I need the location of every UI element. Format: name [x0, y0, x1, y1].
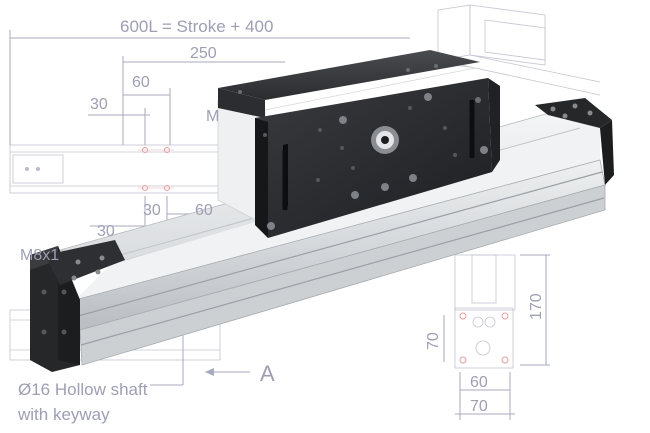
- thread-left-label: M8x1: [20, 247, 59, 264]
- hole-pitch-top-label: 60: [132, 74, 150, 91]
- carriage: [217, 50, 500, 238]
- carriage-length-label: 250: [190, 45, 217, 62]
- hole-offset-top-label: 30: [90, 96, 108, 113]
- overall-length-label: 600L = Stroke + 400: [120, 17, 273, 36]
- end-hole-width-label: 60: [470, 374, 488, 391]
- view-marker-a: A: [260, 361, 275, 386]
- hole-pitch-bottom-label: 60: [195, 202, 213, 219]
- right-end-cap: [535, 98, 614, 185]
- left-end-cap: [30, 240, 125, 372]
- shaft-label-line2: with keyway: [17, 405, 110, 424]
- hole-pitch-bottom-offset-label: 30: [143, 202, 161, 219]
- end-view-drawing: [454, 254, 516, 369]
- end-height-label: 170: [528, 293, 545, 320]
- end-hole-height-label: 70: [425, 332, 442, 350]
- hole-markers: [138, 147, 174, 191]
- top-right-iso-drawing: [437, 4, 601, 96]
- carriage-bolts: [238, 64, 488, 230]
- hole-offset-bottom-label: 30: [97, 223, 115, 240]
- dimension-lines: [9, 30, 550, 420]
- shaft-label-line1: Ø16 Hollow shaft: [18, 380, 148, 399]
- end-width-label: 70: [470, 398, 488, 415]
- thread-top-label: M: [206, 108, 219, 125]
